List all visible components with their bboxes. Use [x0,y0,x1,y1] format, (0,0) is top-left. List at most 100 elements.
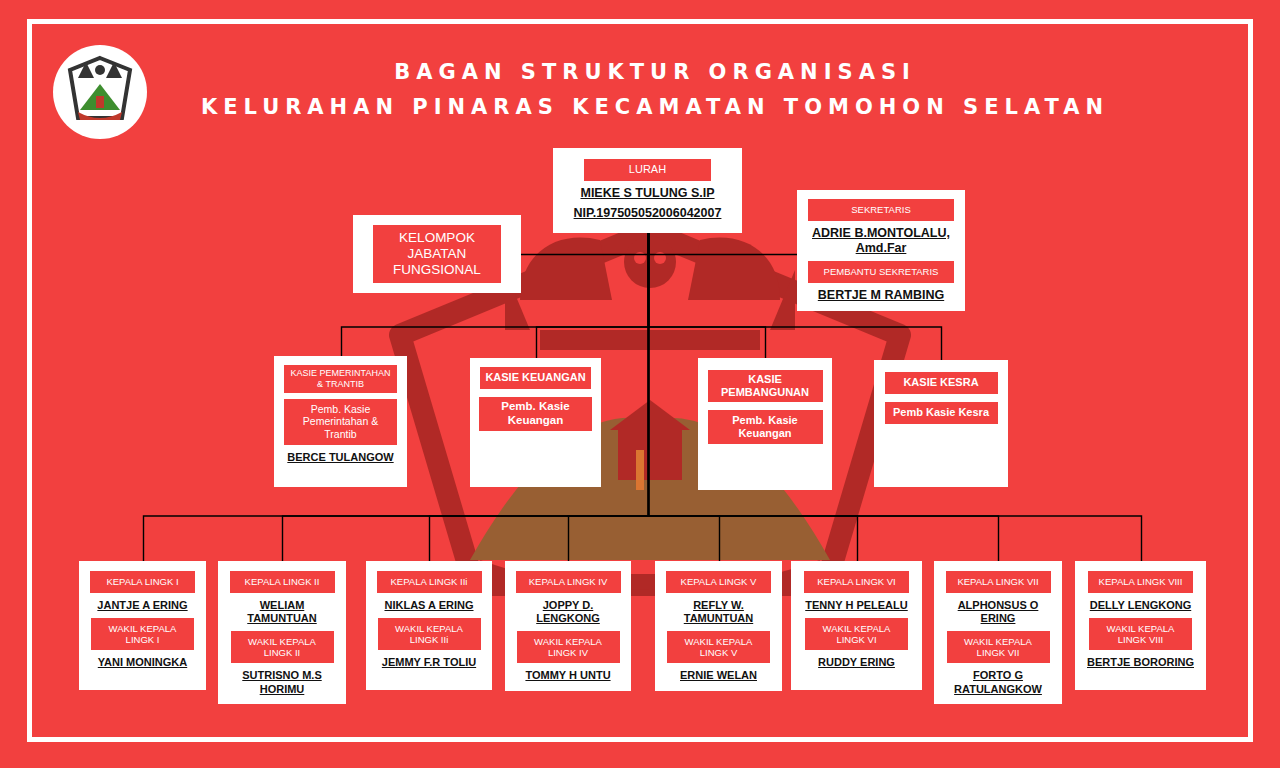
band-label: KEPALA LINGK II [245,576,320,587]
band-label: WAKIL KEPALA LINGK VIII [1093,623,1188,646]
connector-line [521,233,649,255]
title-band: KEPALA LINGK IV [516,571,621,593]
title-band: KASIE KESRA [885,372,998,394]
band-label: Pemb. Kasie Pemerintahan & Trantib [288,403,393,441]
band-label: KEPALA LINGK IIi [391,576,468,587]
person-name: JOPPY D. LENGKONG [512,599,624,625]
title-band: KEPALA LINGK II [230,571,335,593]
title-band: KELOMPOK JABATAN FUNGSIONAL [373,225,501,283]
title-band: WAKIL KEPALA LINGK IIi [378,618,481,650]
band-label: KEPALA LINGK I [106,576,178,587]
org-box: SEKRETARIS ADRIE B.MONTOLALU, Amd.FarPEMB… [797,190,965,311]
chart-title: BAGAN STRUKTUR ORGANISASI [30,60,1280,84]
person-name: TOMMY H UNTU [525,669,610,682]
title-band: WAKIL KEPALA LINGK II [231,631,334,663]
band-label: LURAH [629,163,666,176]
org-box: KEPALA LINGK II WELIAM TAMUNTUAN WAKIL KEP… [218,561,346,704]
band-label: WAKIL KEPALA LINGK IIi [382,623,477,646]
org-box: KEPALA LINGK IV JOPPY D. LENGKONG WAKIL KE… [505,561,631,691]
connector-line [649,233,1142,561]
band-label: WAKIL KEPALA LINGK VI [809,623,904,646]
title-band: Pemb. Kasie Keuangan [479,397,592,431]
title-band: KASIE PEMBANGUNAN [708,370,823,402]
person-name: JEMMY F.R TOLIU [382,656,476,669]
org-box: KEPALA LINGK VIIALPHONSUS O ERINGWAKIL K… [934,561,1062,704]
connector-line [537,233,649,358]
person-name: WELIAM TAMUNTUAN [225,599,339,625]
org-box: KELOMPOK JABATAN FUNGSIONAL [353,215,521,293]
connector-line [649,233,766,358]
band-label: KEPALA LINGK IV [529,576,608,587]
title-band: SEKRETARIS [808,199,954,221]
band-label: KEPALA LINGK VII [957,576,1038,587]
title-band: KEPALA LINGK I [90,571,195,593]
person-name: BERCE TULANGOW [287,451,393,464]
person-name: REFLY W. TAMUNTUAN [662,599,775,625]
person-name: ERNIE WELAN [680,669,757,682]
person-name: FORTO G RATULANGKOW [941,669,1055,695]
org-box: KASIE PEMBANGUNAN Pemb. Kasie Keuangan [698,358,832,490]
band-label: KEPALA LINGK VIII [1099,576,1183,587]
person-name: RUDDY ERING [818,656,895,669]
band-label: KASIE PEMBANGUNAN [712,373,819,399]
person-name: ADRIE B.MONTOLALU, Amd.Far [804,226,958,256]
person-name: BERTJE BORORING [1087,656,1194,669]
title-band: KEPALA LINGK VI [804,571,909,593]
title-band: WAKIL KEPALA LINGK IV [517,631,620,663]
band-label: WAKIL KEPALA LINGK VII [951,636,1046,659]
title-band: KEPALA LINGK VII [946,571,1051,593]
org-box: KEPALA LINGK VIII DELLY LENGKONG WAKIL KEP… [1075,561,1206,690]
title-band: KEPALA LINGK V [666,571,771,593]
person-name: SUTRISNO M.S HORIMU [225,669,339,695]
person-name: YANI MONINGKA [98,656,187,669]
connector-line [649,233,798,255]
band-label: WAKIL KEPALA LINGK V [671,636,766,659]
band-label: KASIE PEMERINTAHAN & TRANTIB [288,368,393,390]
chart-subtitle: KELURAHAN PINARAS KECAMATAN TOMOHON SELA… [30,95,1280,119]
title-band: KASIE KEUANGAN [480,367,591,389]
band-label: Pemb. Kasie Keuangan [483,400,588,428]
band-label: Pemb Kasie Kesra [893,406,989,419]
org-box: KEPALA LINGK IIiNIKLAS A ERING WAKIL KEPA… [366,561,492,690]
person-name: NIKLAS A ERING [384,599,473,612]
title-band: Pemb. Kasie Pemerintahan & Trantib [284,399,397,445]
white-frame [27,19,1253,742]
title-band: LURAH [584,159,711,181]
person-name: TENNY H PELEALU [805,599,907,612]
org-box: KASIE KESRA Pemb Kasie Kesra [874,360,1008,487]
band-label: KELOMPOK JABATAN FUNGSIONAL [377,230,497,279]
org-box: LURAH MIEKE S TULUNG S.IP NIP.197505052006… [553,148,742,233]
person-name: BERTJE M RAMBING [818,288,944,303]
band-label: KEPALA LINGK VI [817,576,896,587]
band-label: PEMBANTU SEKRETARIS [824,266,939,277]
title-band: KEPALA LINGK IIi [377,571,482,593]
band-label: Pemb. Kasie Keuangan [712,414,819,440]
title-band: PEMBANTU SEKRETARIS [808,261,954,283]
org-box: KEPALA LINGK I JANTJE A ERING WAKIL KEPALA… [79,561,206,690]
title-band: WAKIL KEPALA LINGK VI [805,618,908,650]
title-band: Pemb Kasie Kesra [885,402,998,424]
title-band: WAKIL KEPALA LINGK VIII [1089,618,1192,650]
band-label: WAKIL KEPALA LINGK I [95,623,190,646]
title-band: WAKIL KEPALA LINGK V [667,631,770,663]
title-band: WAKIL KEPALA LINGK VII [947,631,1050,663]
title-band: WAKIL KEPALA LINGK I [91,618,194,650]
person-name: MIEKE S TULUNG S.IP [580,186,714,201]
org-box: KASIE KEUANGAN Pemb. Kasie Keuangan [470,358,601,487]
band-label: KASIE KEUANGAN [485,371,585,384]
person-name: JANTJE A ERING [97,599,187,612]
org-box: KASIE PEMERINTAHAN & TRANTIB Pemb. Kasie … [274,356,407,487]
org-box: KEPALA LINGK VI TENNY H PELEALU WAKIL KEPA… [791,561,922,690]
band-label: WAKIL KEPALA LINGK IV [521,636,616,659]
band-label: KASIE KESRA [903,376,978,389]
title-band: KASIE PEMERINTAHAN & TRANTIB [284,365,397,393]
org-box: KEPALA LINGK V REFLY W. TAMUNTUAN WAKIL KE… [655,561,782,691]
title-band: Pemb. Kasie Keuangan [708,410,823,444]
person-name: NIP.197505052006042007 [574,206,722,221]
title-band: KEPALA LINGK VIII [1088,571,1193,593]
band-label: KEPALA LINGK V [681,576,757,587]
band-label: WAKIL KEPALA LINGK II [235,636,330,659]
person-name: DELLY LENGKONG [1090,599,1191,612]
band-label: SEKRETARIS [851,204,910,215]
